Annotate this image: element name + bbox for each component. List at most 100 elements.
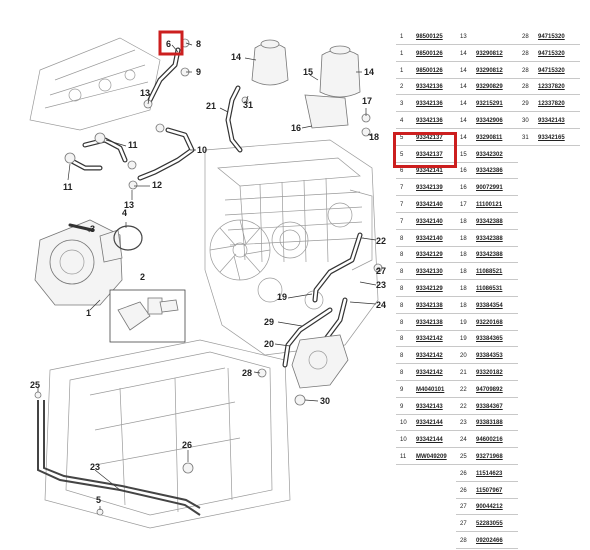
pump-bolt [68,223,94,232]
part-number-link[interactable]: 93342906 [476,118,503,124]
part-number-link[interactable]: 93342388 [476,235,503,242]
part-number-link[interactable]: 52283055 [476,521,503,528]
part-number-link[interactable]: 93342140 [416,235,443,242]
part-number-link[interactable]: 93342144 [416,420,443,427]
part-number-link[interactable]: 93342137 [416,134,443,141]
part-number-link[interactable]: 94715320 [538,34,565,40]
row-divider [396,312,456,314]
part-number-link[interactable]: 93220168 [476,319,503,326]
water-pump-housing [34,219,123,306]
part-number-link[interactable]: 93342302 [476,151,503,158]
callout-9: 9 [196,67,201,77]
part-number-link[interactable]: 93342141 [416,168,443,175]
parts-list-index: 26 [460,470,467,477]
callout-1: 1 [86,308,91,318]
part-number-link[interactable]: 12337820 [538,84,565,91]
leader-lines [37,42,381,510]
part-number-link[interactable]: 11086531 [476,286,503,292]
part-number-link[interactable]: 93342140 [416,202,443,208]
parts-list-index: 8 [400,286,404,292]
part-number-link[interactable]: 93271968 [476,454,503,460]
part-number-link[interactable]: 93290812 [476,67,503,74]
part-number-link[interactable]: 11507967 [476,487,503,494]
part-number-link[interactable]: 93342138 [416,319,443,326]
part-number-link[interactable]: 93342130 [416,269,443,276]
row-divider [456,262,518,264]
part-number-link[interactable]: 94715320 [538,67,565,74]
part-number-link[interactable]: 93342136 [416,118,443,124]
part-number-link[interactable]: 93342388 [476,218,503,225]
part-number-link[interactable]: MW049209 [416,454,447,460]
callout-13: 13 [140,88,150,98]
part-number-link[interactable]: 94600216 [476,437,503,444]
part-number-link[interactable]: 12337820 [538,101,565,108]
part-number-link[interactable]: 93342138 [416,302,443,309]
part-number-link[interactable]: 11100121 [476,202,503,208]
part-number-link[interactable]: 93342143 [416,403,443,410]
parts-list-row: 16 90072991 [456,181,518,197]
part-number-link[interactable]: 93342386 [476,168,503,175]
part-number-link[interactable]: 94709892 [476,386,503,393]
parts-list-index: 30 [522,118,529,124]
part-number-link[interactable]: 90072991 [476,185,503,192]
part-number-link[interactable]: 93342143 [538,118,565,124]
part-number-link[interactable]: 94715320 [538,50,565,57]
part-number-link[interactable]: 93290829 [476,84,503,91]
callout-labels: 6 8 9 13 11 11 10 12 13 4 3 1 2 14 31 21… [30,39,386,505]
part-number-link[interactable]: 93342142 [416,336,443,343]
part-number-link[interactable]: 93384354 [476,302,503,309]
part-number-link[interactable]: 93384367 [476,403,503,410]
row-divider [456,363,518,365]
part-number-link[interactable]: M4040101 [416,386,445,393]
part-number-link[interactable]: 93342165 [538,134,565,141]
cylinder-head-sketch [29,37,161,131]
row-divider [456,279,518,281]
row-divider [396,77,456,79]
part-number-link[interactable]: 98500126 [416,50,443,57]
parts-list-index: 16 [460,185,467,192]
part-number-link[interactable]: 93342144 [416,437,443,444]
part-number-link[interactable]: 93290812 [476,50,503,57]
part-number-link[interactable]: 93342129 [416,252,443,259]
part-number-link[interactable]: 93342137 [416,151,443,158]
part-number-link[interactable]: 93384353 [476,353,503,360]
part-number-link[interactable]: 93383188 [476,420,503,427]
part-number-link[interactable]: 93320182 [476,370,503,376]
part-number-link[interactable]: 93384365 [476,336,503,343]
part-number-link[interactable]: 93342388 [476,252,503,259]
part-number-link[interactable]: 93290811 [476,134,503,141]
parts-list-index: 15 [460,151,467,158]
parts-list-index: 17 [460,202,467,208]
callout-5: 5 [96,495,101,505]
part-number-link[interactable]: 93342129 [416,286,443,292]
part-number-link[interactable]: 93342136 [416,84,443,91]
part-number-link[interactable]: 93342139 [416,185,443,192]
row-divider [396,464,456,465]
part-number-link[interactable]: 93215291 [476,101,503,108]
part-number-link[interactable]: 98500125 [416,34,443,40]
part-number-link[interactable]: 93342142 [416,370,443,376]
callout-21: 21 [206,101,216,111]
row-divider [518,94,580,96]
o-ring [113,225,143,251]
part-number-link[interactable]: 93342136 [416,101,443,108]
part-number-link[interactable]: 98500126 [416,67,443,74]
parts-list-index: 8 [400,319,404,326]
row-divider [456,497,518,499]
part-number-link[interactable]: 93342140 [416,218,443,225]
part-number-link[interactable]: 93342142 [416,353,443,360]
part-number-link[interactable]: 90044212 [476,504,503,511]
part-number-link[interactable]: 11514623 [476,470,503,477]
parts-list-row: 15 93342302 [456,148,518,163]
part-number-link[interactable]: 11088521 [476,269,503,276]
part-number-link[interactable]: 09202466 [476,538,503,544]
row-divider [456,480,518,482]
